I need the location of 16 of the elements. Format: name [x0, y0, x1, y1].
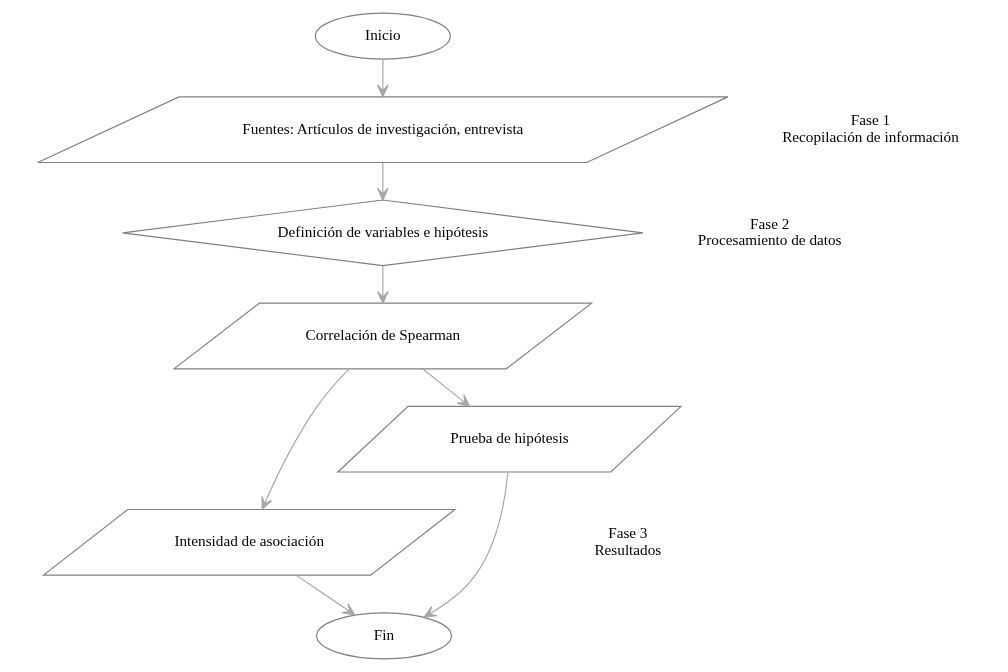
- label: Procesamiento de datos: [697, 231, 842, 249]
- arrow: [421, 368, 470, 407]
- label: Fase 1: [850, 111, 890, 129]
- arrow: [376, 265, 389, 304]
- node-ellipse: Inicio: [314, 12, 451, 60]
- node-ellipse: Fin: [315, 612, 452, 660]
- arrow: [376, 162, 389, 201]
- arrow: [260, 368, 350, 510]
- label: Fase 3: [607, 524, 647, 542]
- arrow: [376, 58, 389, 98]
- label: Resultados: [593, 540, 661, 558]
- label: Recopilación de información: [781, 127, 959, 145]
- arrow: [295, 574, 355, 616]
- label: Fase 2: [749, 214, 789, 232]
- node-diamond: Definición de variables e hipótesis: [121, 199, 644, 267]
- arrow: [423, 471, 508, 618]
